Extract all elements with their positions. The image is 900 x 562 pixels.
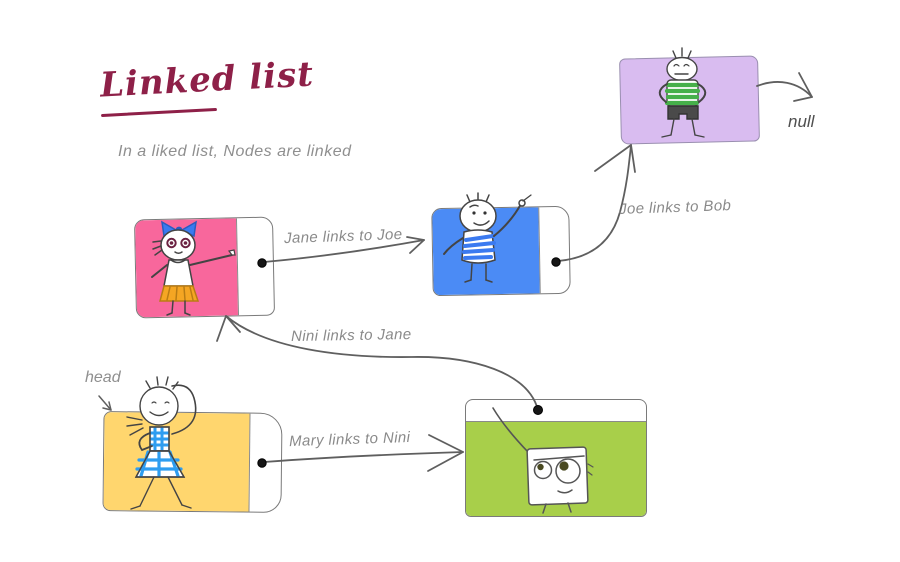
page-title: Linked list (99, 54, 315, 106)
edge-label-nini-to-jane: Nini links to Jane (290, 325, 412, 346)
edge-label-joe-to-bob: Joe links to Bob (618, 197, 732, 218)
edge-label-mary-to-nini: Mary links to Nini (288, 428, 411, 451)
subtitle: In a liked list, Nodes are linked (118, 143, 352, 160)
node-mary-pointer-divider (248, 413, 251, 512)
title-underline (101, 107, 217, 118)
node-bob (619, 55, 760, 145)
node-joe-fill (432, 207, 540, 296)
node-jane (133, 216, 276, 319)
node-nini (465, 399, 647, 517)
null-label: null (788, 112, 815, 131)
edge-bob-to-null (756, 72, 813, 102)
edge-label-jane-to-joe: Jane links to Joe (283, 225, 403, 248)
node-joe (431, 205, 571, 297)
node-mary-fill (103, 412, 250, 512)
node-nini-fill (466, 421, 646, 516)
head-pointer-arrow (98, 395, 112, 411)
node-jane-fill (134, 218, 239, 318)
node-mary (102, 411, 283, 513)
node-joe-pointer-divider (538, 207, 542, 294)
head-label: head (85, 369, 121, 386)
node-nini-pointer-divider (466, 421, 646, 423)
